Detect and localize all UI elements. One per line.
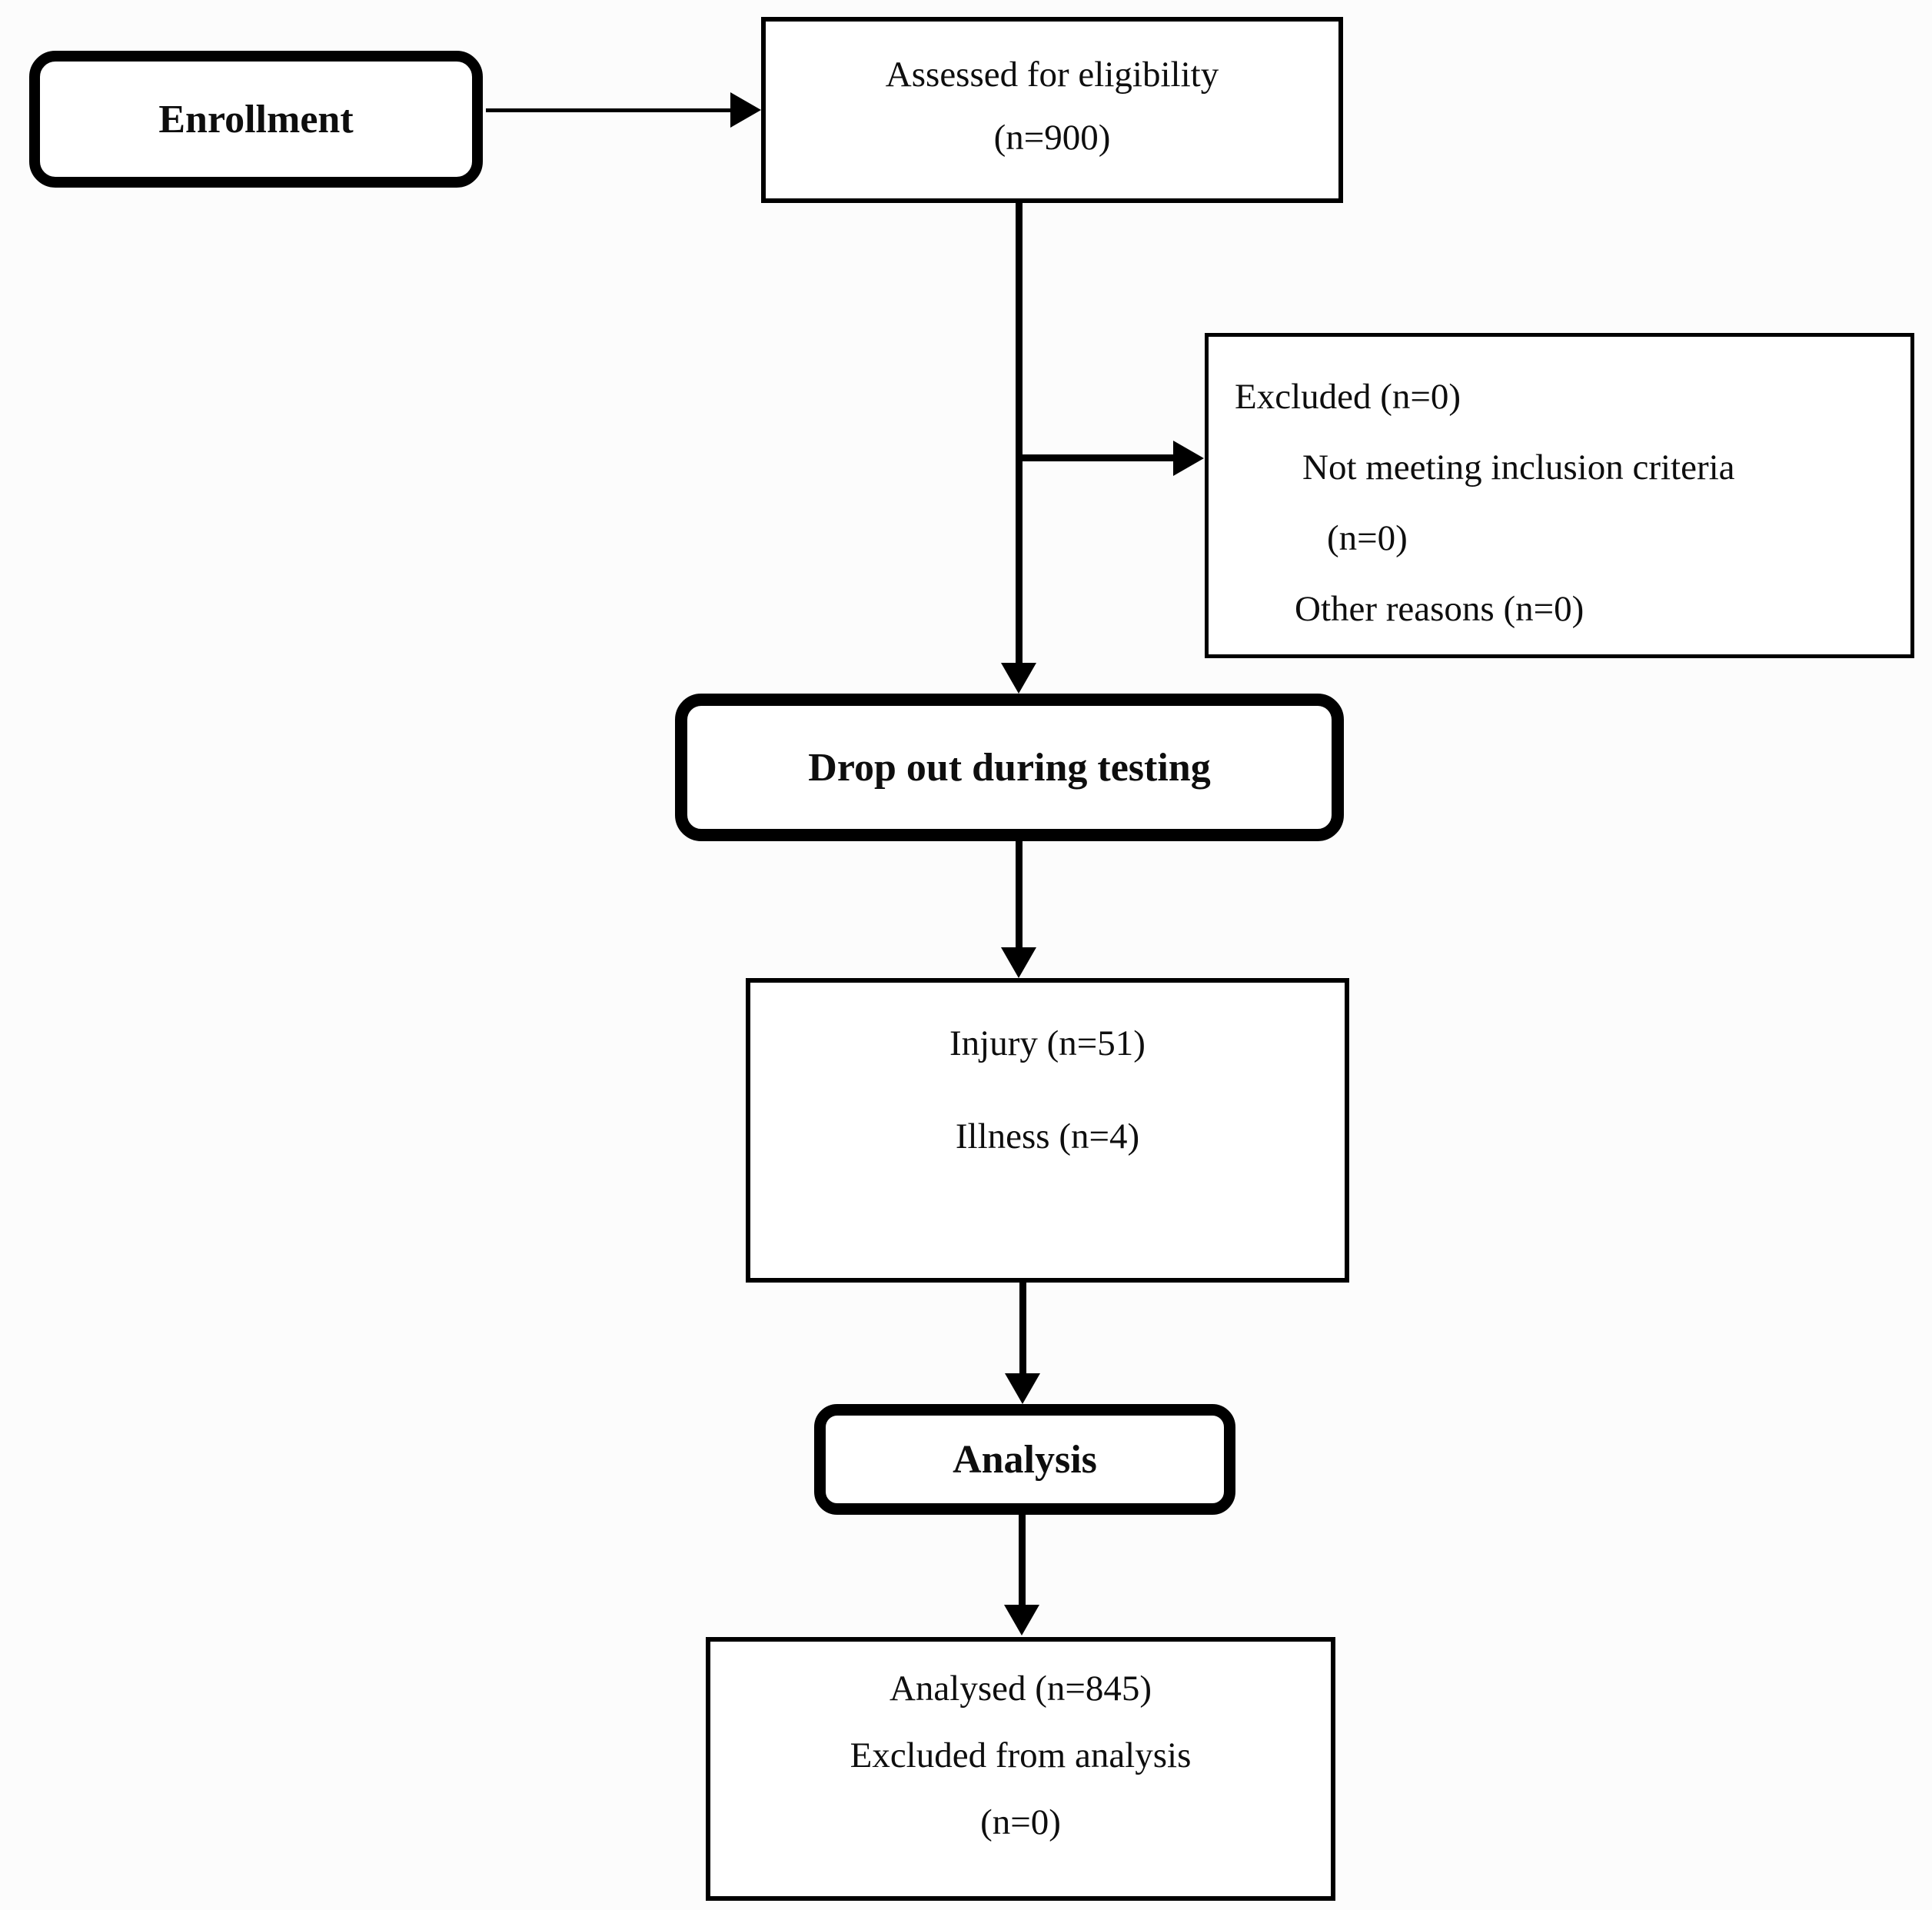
analysed-box: Analysed (n=845) Excluded from analysis … — [706, 1637, 1335, 1901]
analysis-stage-label: Analysis — [953, 1437, 1097, 1482]
arrow-down-icon — [1001, 947, 1036, 978]
assessed-line-1: Assessed for eligibility — [885, 55, 1219, 95]
assessed-count: (n=900) — [993, 118, 1111, 158]
excluded-box: Excluded (n=0) Not meeting inclusion cri… — [1205, 333, 1914, 658]
dropout-stage-label: Drop out during testing — [808, 745, 1211, 790]
arrow-down-icon — [1001, 663, 1036, 694]
connector-dropout-to-reasons — [1016, 841, 1023, 950]
excluded-line-4: Other reasons (n=0) — [1295, 589, 1585, 629]
connector-branch-to-excluded — [1016, 454, 1175, 461]
enrollment-stage-box: Enrollment — [29, 51, 483, 188]
dropout-stage-box: Drop out during testing — [675, 694, 1344, 841]
connector-analysis-to-analysed — [1019, 1515, 1026, 1606]
arrow-down-icon — [1005, 1373, 1040, 1404]
arrow-right-icon — [1173, 441, 1204, 476]
arrow-right-icon — [730, 92, 761, 128]
assessed-eligibility-box: Assessed for eligibility (n=900) — [761, 17, 1343, 203]
connector-enrollment-to-assessed — [486, 108, 733, 112]
excluded-line-3: (n=0) — [1327, 518, 1408, 558]
reason-injury: Injury (n=51) — [949, 1023, 1146, 1063]
arrow-down-icon — [1004, 1605, 1039, 1635]
analysed-excluded-count: (n=0) — [980, 1802, 1061, 1842]
excluded-line-1: Excluded (n=0) — [1235, 377, 1461, 417]
enrollment-stage-label: Enrollment — [158, 97, 354, 141]
analysed-excluded-label: Excluded from analysis — [850, 1735, 1192, 1775]
reason-illness: Illness (n=4) — [955, 1116, 1140, 1156]
analysis-stage-box: Analysis — [814, 1404, 1235, 1515]
connector-reasons-to-analysis — [1019, 1283, 1026, 1376]
excluded-line-2: Not meeting inclusion criteria — [1302, 448, 1735, 487]
dropout-reasons-box: Injury (n=51) Illness (n=4) — [746, 978, 1349, 1283]
analysed-count: Analysed (n=845) — [889, 1669, 1152, 1709]
connector-assessed-to-dropout — [1016, 203, 1023, 666]
